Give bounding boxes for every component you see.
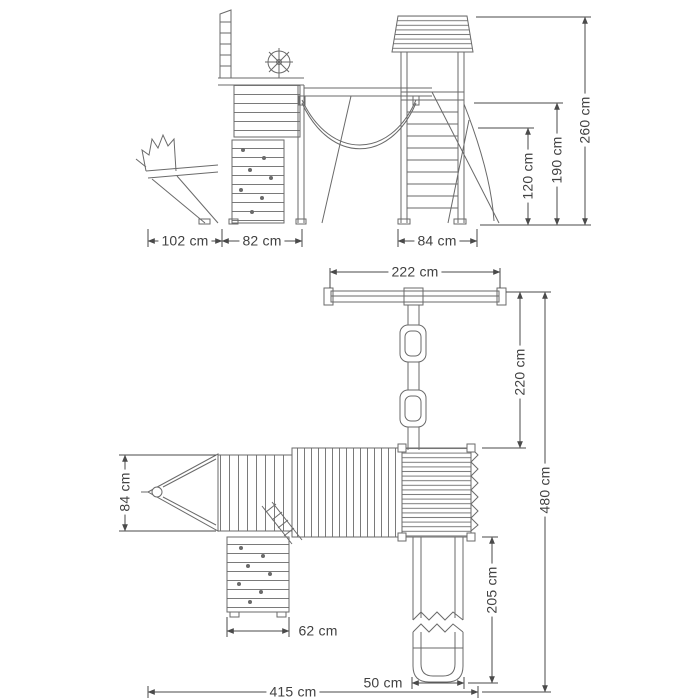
dim-label-top-slide-length: 205 cm [483,563,500,617]
dim-label-top-swing-depth: 220 cm [511,345,528,399]
dim-label-side-climbing-frame-width: 82 cm [239,232,285,249]
dim-label-side-platform-height: 120 cm [519,149,536,203]
side-view-drawing [135,9,500,225]
dim-label-top-swing-beam-width: 222 cm [388,263,442,280]
climbing-holds-side [239,148,273,214]
top-view-drawing [141,287,507,683]
dim-label-side-tower-width: 84 cm [414,232,460,249]
dim-label-top-climbing-wall-width: 62 cm [295,622,341,639]
dim-label-top-slide-width: 50 cm [360,674,406,691]
dim-label-side-beam-height: 190 cm [548,133,565,187]
dim-label-top-total-width: 415 cm [266,683,320,700]
dim-label-side-boat-width: 102 cm [158,232,212,249]
dim-label-side-total-height: 260 cm [576,93,593,147]
climbing-holds-top [237,546,272,604]
dim-label-top-total-depth: 480 cm [536,463,553,517]
dim-label-top-boat-depth: 84 cm [116,469,133,515]
